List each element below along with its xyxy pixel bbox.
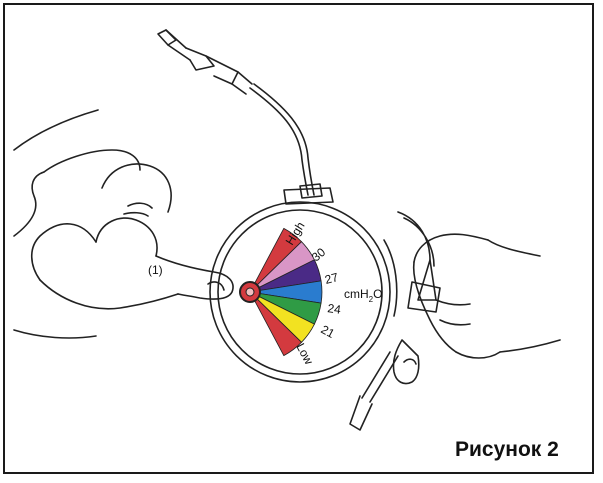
connector-plug-icon <box>158 30 252 94</box>
tick-label-24: 24 <box>327 301 342 317</box>
tick-label-low: Low <box>293 341 316 367</box>
tick-label-high: High <box>283 219 308 247</box>
finger-mark: (1) <box>148 263 163 277</box>
tick-label-21: 21 <box>319 322 338 341</box>
left-hand <box>14 110 233 338</box>
unit-label: cmH2O <box>344 287 382 304</box>
tick-label-27: 27 <box>323 270 340 287</box>
figure-caption: Рисунок 2 <box>455 438 559 462</box>
indicator-button-center <box>246 288 254 296</box>
